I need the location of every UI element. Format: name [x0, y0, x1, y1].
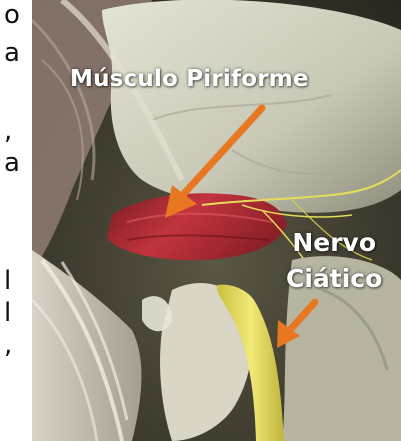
nerve-label-line1: Nervo	[286, 225, 382, 261]
strip-char: o	[4, 2, 26, 28]
strip-char: a	[4, 40, 26, 66]
strip-char: l	[4, 300, 26, 326]
strip-char: a	[4, 150, 26, 176]
nerve-label-line2: Ciático	[286, 261, 382, 297]
strip-char: l	[4, 268, 26, 294]
nerve-label: Nervo Ciático	[286, 225, 382, 297]
strip-char: ,	[4, 118, 26, 144]
cropped-text-strip: o a , a l l ,	[0, 0, 32, 441]
muscle-label: Músculo Piriforme	[70, 66, 309, 92]
anatomy-illustration: Músculo Piriforme Nervo Ciático	[32, 0, 401, 441]
strip-char: ,	[4, 332, 26, 358]
